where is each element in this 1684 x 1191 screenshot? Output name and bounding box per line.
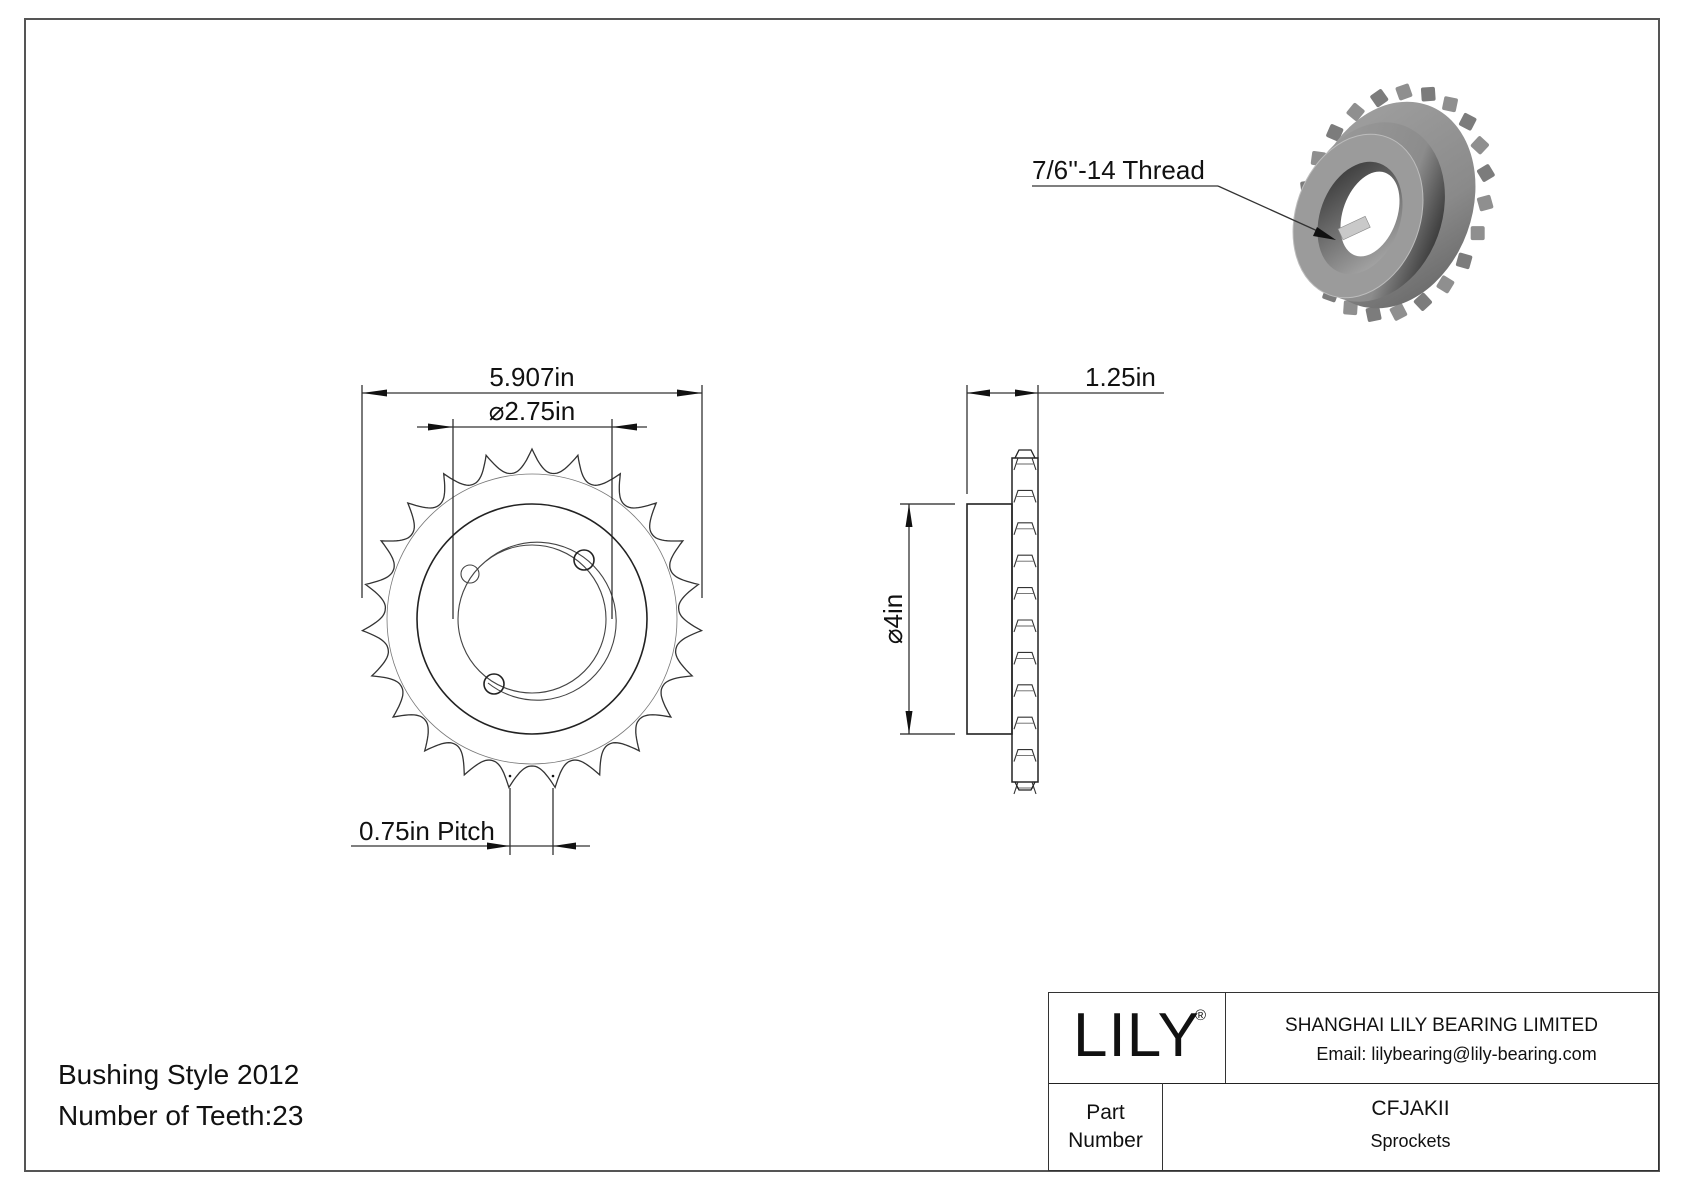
hub-diameter-value: 4in	[878, 594, 908, 629]
hub-profile	[966, 503, 1013, 735]
logo-cell: LILY ®	[1049, 993, 1226, 1083]
part-category: Sprockets	[1370, 1131, 1451, 1151]
thread-callout-label: 7/6''-14 Thread	[1032, 155, 1205, 185]
bore-diameter-value: 2.75in	[504, 396, 575, 426]
hub-diameter-label: ⌀4in	[878, 594, 908, 644]
part-number-label: Part Number	[1049, 1083, 1163, 1170]
company-logo: LILY	[1073, 1001, 1200, 1070]
dimension-outer-diameter: 5.907in	[361, 362, 703, 598]
company-email: Email: lilybearing@lily-bearing.com	[1316, 1044, 1597, 1064]
title-block-part-row: Part Number CFJAKII Sprockets	[1049, 1083, 1658, 1170]
company-name: SHANGHAI LILY BEARING LIMITED	[1285, 1015, 1598, 1036]
title-block: LILY ® SHANGHAI LILY BEARING LIMITED Ema…	[1048, 992, 1659, 1171]
outer-diameter-label: 5.907in	[489, 362, 574, 392]
bore-diameter-label: ⌀2.75in	[489, 396, 576, 426]
drawing-notes: Bushing Style 2012 Number of Teeth:23	[58, 1054, 303, 1136]
dimension-bore-diameter: ⌀2.75in	[417, 396, 647, 619]
width-label: 1.25in	[1085, 362, 1156, 392]
hub-circle	[416, 503, 648, 735]
bushing-style-note: Bushing Style 2012	[58, 1059, 300, 1090]
sheet-border	[24, 18, 1660, 1172]
dimension-hub-diameter: ⌀4in	[878, 503, 955, 735]
bore	[457, 541, 617, 701]
diameter-symbol: ⌀	[878, 629, 908, 645]
part-label-line2: Number	[1068, 1129, 1143, 1152]
keyway-notch	[573, 549, 595, 571]
diameter-symbol: ⌀	[489, 396, 505, 426]
pitch-label: 0.75in Pitch	[359, 816, 495, 846]
keyway-notch	[460, 564, 480, 584]
sprocket-teeth-outline	[360, 447, 704, 789]
side-teeth-profile	[1011, 449, 1039, 795]
side-view	[966, 449, 1039, 795]
keyway-notch	[483, 673, 505, 695]
title-block-header: LILY ® SHANGHAI LILY BEARING LIMITED Ema…	[1049, 993, 1658, 1084]
part-number-cell: CFJAKII Sprockets	[1163, 1083, 1658, 1170]
front-view	[360, 447, 704, 789]
dimension-width: 1.25in	[966, 362, 1164, 494]
company-cell: SHANGHAI LILY BEARING LIMITED Email: lil…	[1225, 993, 1658, 1083]
teeth-count-note: Number of Teeth:23	[58, 1100, 304, 1131]
thread-callout: 7/6''-14 Thread	[1032, 155, 1336, 240]
pitch-point	[551, 774, 555, 778]
dimension-pitch: 0.75in Pitch	[351, 788, 590, 855]
part-label-line1: Part	[1086, 1101, 1125, 1124]
part-number: CFJAKII	[1371, 1097, 1450, 1120]
registered-mark: ®	[1195, 1007, 1207, 1024]
pitch-point	[508, 774, 512, 778]
isometric-render	[1292, 83, 1495, 322]
